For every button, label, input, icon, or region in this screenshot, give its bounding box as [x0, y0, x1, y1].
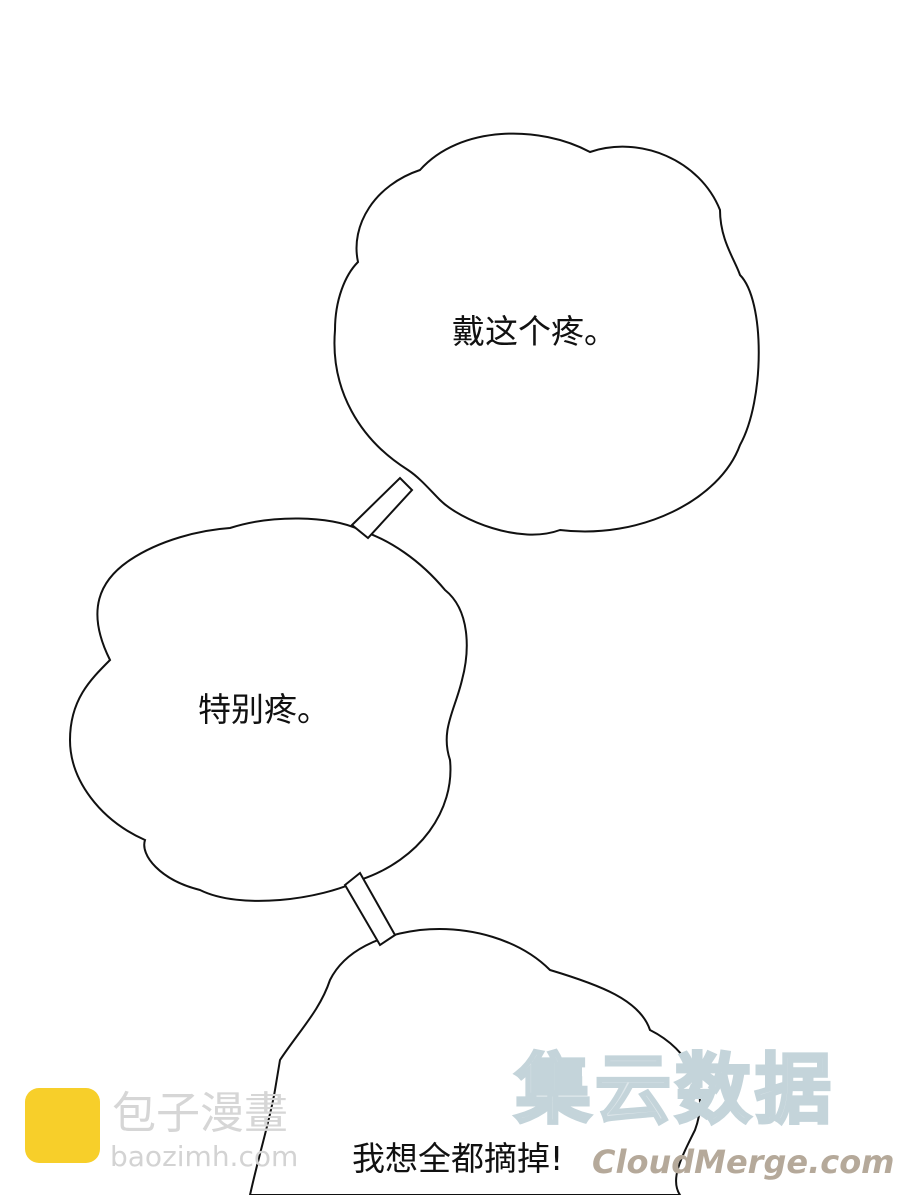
bubble-1 [333, 132, 760, 536]
watermark-right-url: CloudMerge.com [592, 1143, 895, 1181]
watermark-right-title: 集云数据 [514, 1045, 835, 1134]
bubble-connectors [343, 476, 414, 947]
bubble-2 [68, 517, 468, 902]
bubble-text-2: 特别疼。 [198, 690, 330, 729]
baozi-logo-icon [25, 1088, 100, 1163]
bubble-text-1: 戴这个疼。 [452, 312, 617, 351]
watermark-left-url: baozimh.com [110, 1140, 299, 1173]
watermark-left-title: 包子漫畫 [112, 1088, 288, 1139]
bubble-text-3: 我想全都摘掉! [352, 1139, 564, 1178]
